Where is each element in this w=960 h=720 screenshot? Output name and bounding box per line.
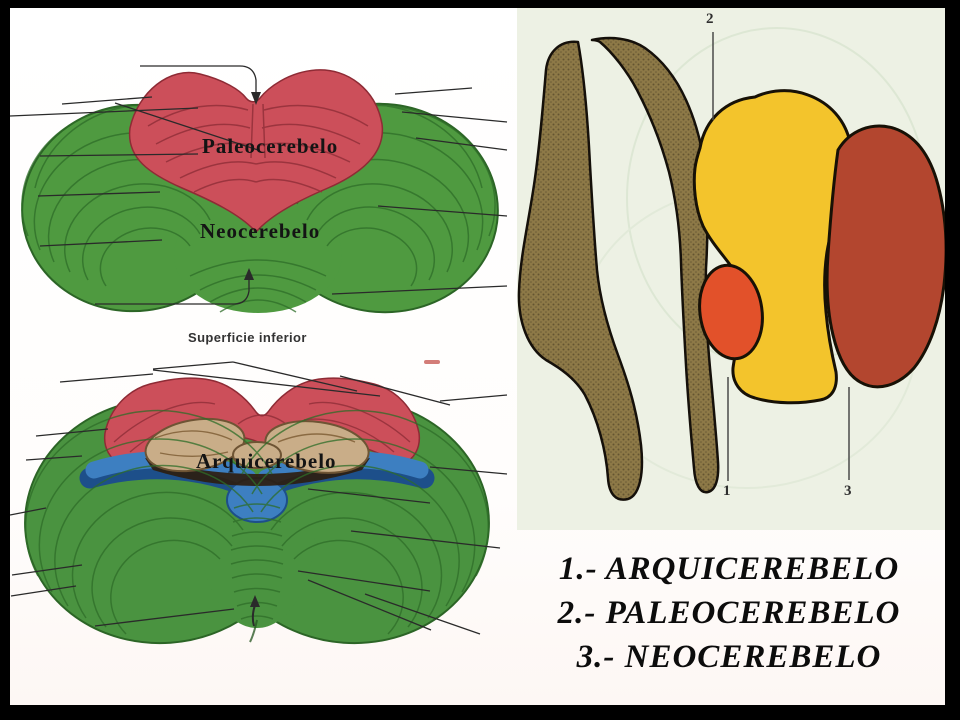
neocerebelo-vermis-bulge xyxy=(174,197,342,313)
paleocerebelo-sagittal-region xyxy=(692,89,855,405)
inferior-figure-leader-lines xyxy=(10,361,508,635)
cerebellum-surface-illustrations xyxy=(10,65,508,645)
marker-lines xyxy=(712,32,850,481)
brainstem-band xyxy=(590,36,720,494)
legend-item-paleocerebelo: 2.- PALEOCEREBELO xyxy=(557,595,901,631)
up-arrow-icon xyxy=(244,268,254,280)
down-arrow-icon xyxy=(251,92,261,105)
superior-figure-leader-lines xyxy=(10,65,508,305)
marker-3: 3 xyxy=(844,483,852,499)
inferior-cerebellum-figure xyxy=(10,361,508,645)
paleocerebelo-label: Paleocerebelo xyxy=(202,134,339,158)
red-mark xyxy=(424,360,440,364)
legend-item-neocerebelo: 3.- NEOCEREBELO xyxy=(576,639,882,675)
marker-1: 1 xyxy=(723,483,731,499)
arquicerebelo-sagittal-region xyxy=(698,263,764,361)
marker-2: 2 xyxy=(706,11,714,27)
neocerebelo-label: Neocerebelo xyxy=(200,219,321,243)
red-folia-striations xyxy=(147,103,369,193)
up-arrow-icon xyxy=(250,595,260,607)
superior-figure-caption: Superficie inferior xyxy=(188,330,307,345)
superior-cerebellum-figure xyxy=(10,65,508,364)
classification-legend: 1.- ARQUICEREBELO 2.- PALEOCEREBELO 3.- … xyxy=(517,547,941,679)
legend-item-arquicerebelo: 1.- ARQUICEREBELO xyxy=(558,551,900,587)
tonsil-nodules xyxy=(144,417,370,486)
arquicerebelo-label: Arquicerebelo xyxy=(196,449,337,473)
brainstem-body xyxy=(517,40,644,501)
sagittal-section-illustration xyxy=(517,27,945,501)
neocerebelo-sagittal-region xyxy=(825,124,945,389)
